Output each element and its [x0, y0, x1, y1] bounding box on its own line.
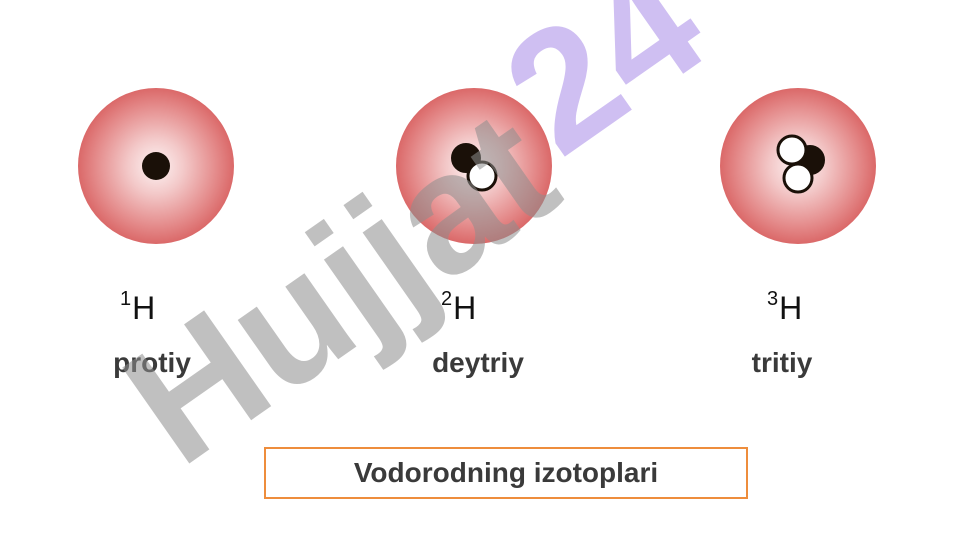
- protium-atom: [78, 88, 234, 244]
- protium-name: protiy: [113, 347, 191, 378]
- deuterium-name: deytriy: [432, 347, 524, 378]
- deuterium-symbol: 2H: [441, 289, 477, 326]
- mass-number: 3: [767, 288, 779, 310]
- tritium-atom: [720, 88, 876, 244]
- element-symbol: H: [453, 290, 477, 326]
- neutron: [466, 160, 498, 192]
- protium-symbol: 1H: [120, 289, 156, 326]
- tritium-symbol: 3H: [767, 289, 803, 326]
- proton: [142, 152, 170, 180]
- element-symbol: H: [132, 290, 156, 326]
- deuterium-nucleus: [451, 143, 498, 192]
- neutron: [776, 134, 808, 166]
- deuterium-atom: [396, 88, 552, 244]
- caption-box: Vodorodning izotoplari: [264, 447, 748, 499]
- tritium-nucleus: [776, 134, 825, 194]
- mass-number: 2: [441, 288, 453, 310]
- caption-text: Vodorodning izotoplari: [353, 457, 659, 488]
- mass-number: 1: [120, 288, 132, 310]
- protium-nucleus: [142, 152, 170, 180]
- element-symbol: H: [779, 290, 803, 326]
- tritium-name: tritiy: [751, 347, 813, 378]
- neutron: [782, 162, 814, 194]
